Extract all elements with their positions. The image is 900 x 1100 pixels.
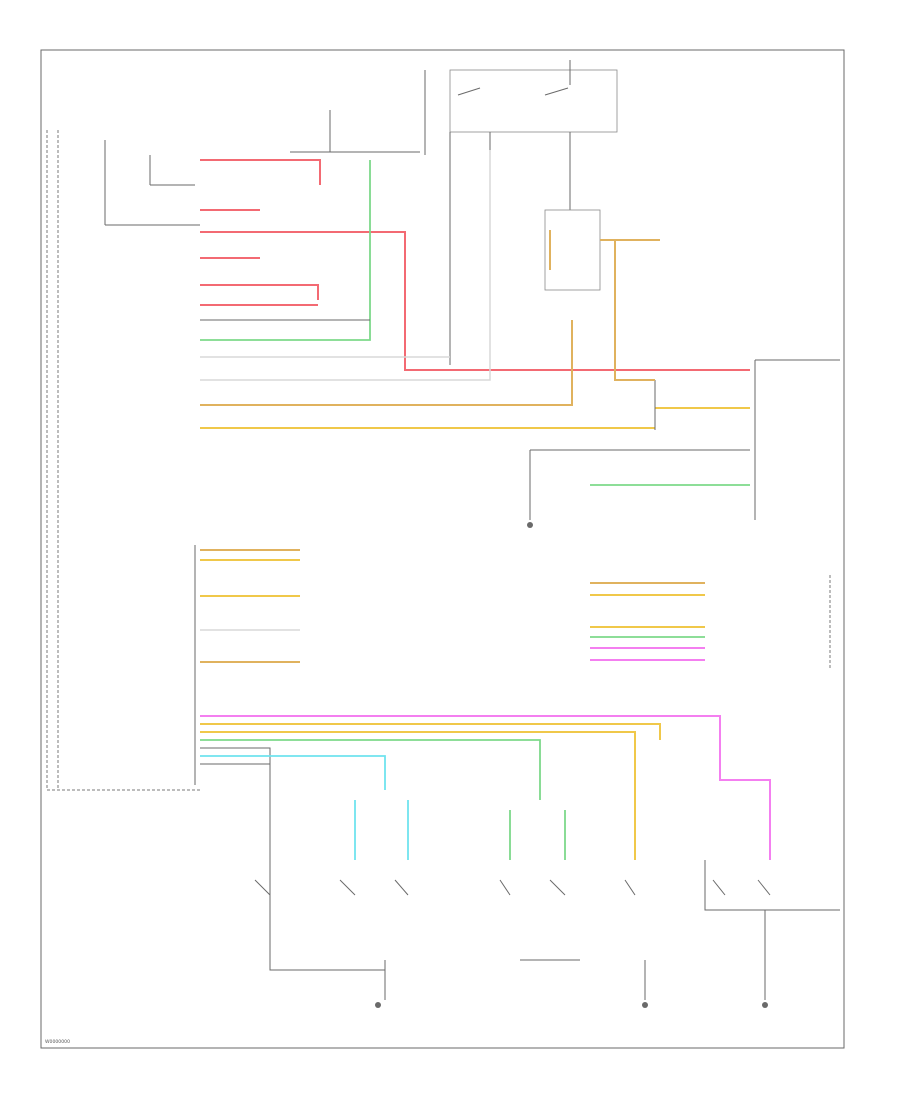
diagram-id: W0000000 [45,1039,70,1045]
data-lines [200,549,300,663]
ignition-switch [449,60,618,365]
ignition-feed-green [200,160,371,341]
engine-control-module-connector [590,575,831,670]
body-control-module [46,130,200,791]
accessory-feeds [200,240,750,430]
ground-points [375,522,768,1008]
fuse-group-left [104,140,200,226]
diagram-frame [40,49,845,1049]
relay [544,209,660,291]
instrument-cluster-module [529,359,840,520]
door-switch-feeds [200,715,771,860]
power-wires-red [200,159,750,371]
wire-white-2 [200,150,491,381]
door-switch-row [254,800,840,1000]
